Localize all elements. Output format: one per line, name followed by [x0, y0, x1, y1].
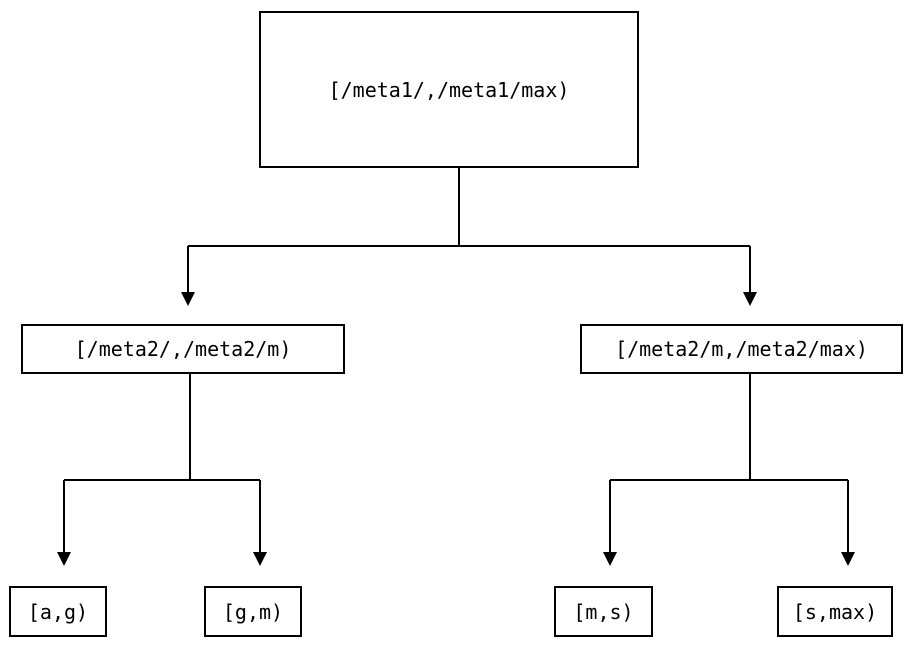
tree-node-root[interactable]: [/meta1/,/meta1/max): [259, 11, 639, 168]
arrowhead-mid-left-to-leaf-1: [57, 552, 71, 566]
tree-node-leaf-4-label: [s,max): [792, 599, 878, 624]
tree-node-leaf-3-label: [m,s): [573, 599, 634, 624]
tree-node-leaf-2[interactable]: [g,m): [204, 586, 302, 637]
tree-node-leaf-2-label: [g,m): [222, 599, 284, 624]
tree-node-mid-right[interactable]: [/meta2/m,/meta2/max): [580, 324, 903, 374]
tree-node-leaf-3[interactable]: [m,s): [554, 586, 653, 637]
arrowhead-mid-right-to-leaf-4: [841, 552, 855, 566]
tree-node-root-label: [/meta1/,/meta1/max): [328, 77, 570, 102]
tree-node-mid-left-label: [/meta2/,/meta2/m): [74, 337, 292, 361]
arrowhead-mid-left-to-leaf-2: [253, 552, 267, 566]
tree-node-leaf-1[interactable]: [a,g): [9, 586, 107, 637]
arrowhead-root-to-mid-right: [743, 292, 757, 306]
arrowhead-mid-right-to-leaf-3: [603, 552, 617, 566]
arrowhead-root-to-mid-left: [181, 292, 195, 306]
tree-node-leaf-4[interactable]: [s,max): [777, 586, 893, 637]
tree-node-mid-left[interactable]: [/meta2/,/meta2/m): [21, 324, 345, 374]
tree-node-leaf-1-label: [a,g): [27, 599, 89, 624]
tree-node-mid-right-label: [/meta2/m,/meta2/max): [615, 337, 868, 361]
